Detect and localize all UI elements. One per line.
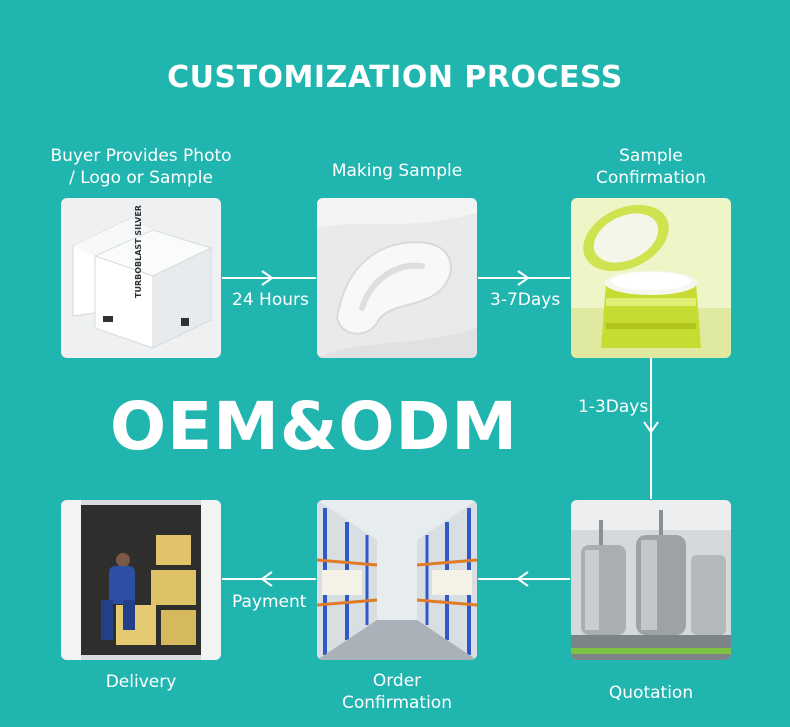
step-label-quotation: Quotation [551,682,751,704]
cream-jar-image [571,198,731,358]
step-label-making-sample: Making Sample [297,160,497,182]
arrow-right-icon [261,270,274,286]
factory-machinery-image [571,500,731,660]
arrow-right-icon [517,270,530,286]
step-label-line: Sample [619,146,683,166]
step-label-line: Confirmation [596,168,706,188]
step-label-line: Making Sample [331,161,463,181]
page-title: CUSTOMIZATION PROCESS [167,60,623,95]
warehouse-racks-image [317,500,477,660]
step-label-line: Confirmation [342,693,452,713]
packaging-boxes-image: TURBOBLAST SILVER [61,198,221,358]
step-label-order-confirmation: Order Confirmation [297,670,497,714]
connector-label-24-hours: 24 Hours [232,290,309,310]
step-label-delivery: Delivery [41,671,241,693]
cream-texture-image [317,198,477,358]
step-label-sample-confirmation: Sample Confirmation [551,145,751,189]
connector-label-3-7-days: 3-7Days [490,290,561,310]
arrow-down-icon [643,421,659,434]
arrow-left-icon [260,571,273,587]
box-brand-text: TURBOBLAST SILVER [134,205,143,298]
arrow-left-icon [516,571,529,587]
step-label-line: / Logo or Sample [69,168,213,188]
step-label-line: Order [372,671,422,691]
connector-label-1-3-days: 1-3Days [578,397,649,417]
step-label-buyer-provides: Buyer Provides Photo / Logo or Sample [30,145,252,189]
oem-odm-banner: OEM&ODM [110,388,518,465]
delivery-van-image [61,500,221,660]
step-label-line: Quotation [608,683,694,703]
step-label-line: Buyer Provides Photo [50,146,232,166]
connector-label-payment: Payment [232,592,307,612]
step-label-line: Delivery [105,672,177,692]
